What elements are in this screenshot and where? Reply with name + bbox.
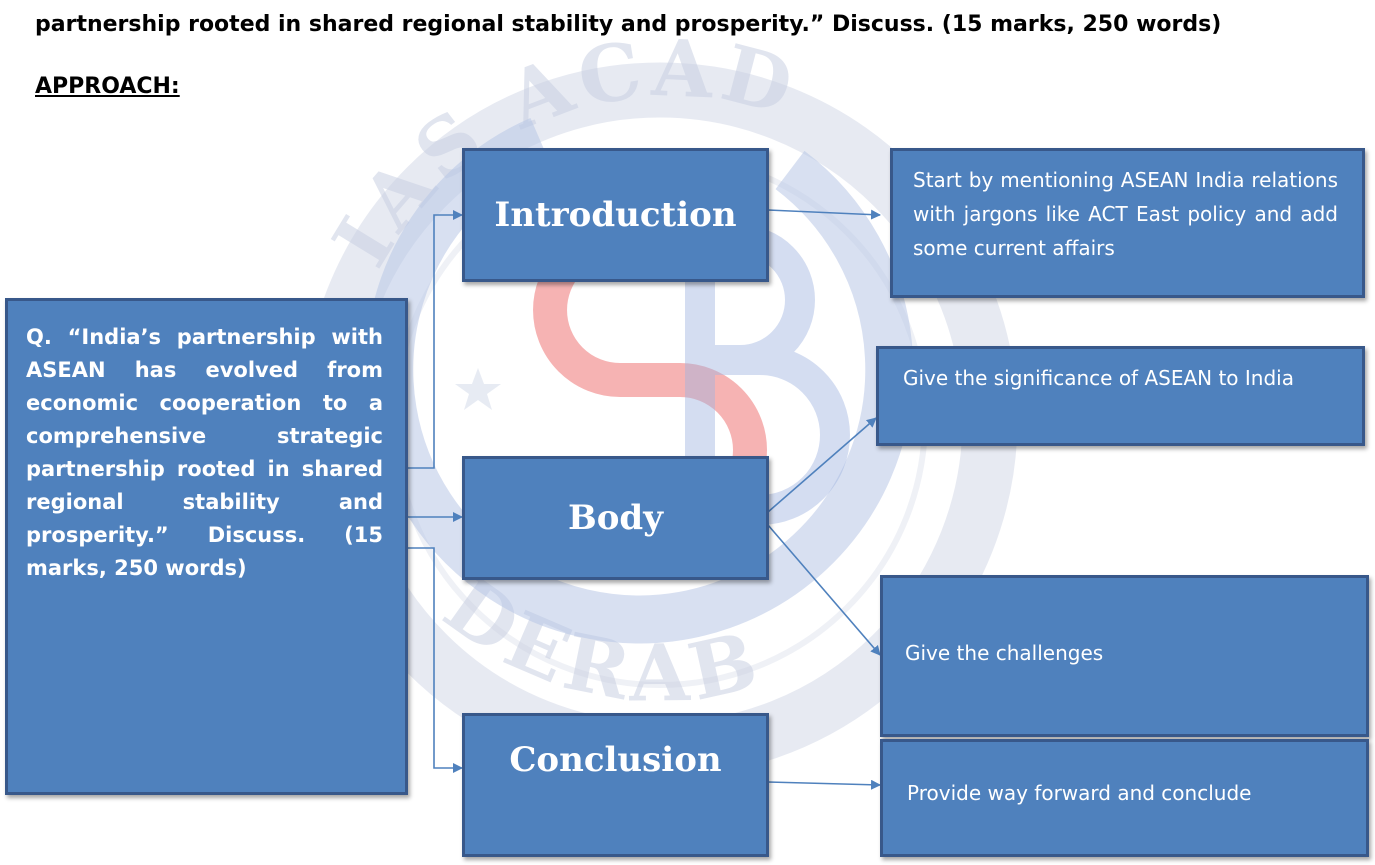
connector-question-to-introduction [407,210,463,469]
introduction-box: Introduction [462,148,769,282]
conclusion-box: Conclusion [462,713,769,857]
conclusion-note-text: Provide way forward and conclude [907,781,1252,805]
connector-conclusion-to-note [767,779,881,790]
significance-note-box: Give the significance of ASEAN to India [876,346,1365,446]
connector-body-to-significance [767,417,877,513]
challenges-note-text: Give the challenges [905,641,1104,665]
question-heading-line: partnership rooted in shared regional st… [35,12,1222,37]
challenges-note-box: Give the challenges [880,575,1369,737]
body-box: Body [462,456,769,580]
conclusion-label: Conclusion [509,740,722,780]
approach-label: APPROACH: [35,74,180,99]
significance-note-text: Give the significance of ASEAN to India [903,366,1294,390]
introduction-note-text: Start by mentioning ASEAN India relation… [913,168,1338,260]
connector-body-to-challenges [767,524,881,656]
introduction-label: Introduction [494,195,737,235]
conclusion-note-box: Provide way forward and conclude [880,739,1369,857]
watermark-star-icon [455,368,501,410]
connector-question-to-conclusion [407,547,463,773]
connector-introduction-to-note [767,209,881,220]
introduction-note-box: Start by mentioning ASEAN India relation… [890,148,1365,298]
question-box: Q. “India’s partnership with ASEAN has e… [5,298,408,795]
question-box-text: Q. “India’s partnership with ASEAN has e… [26,325,383,580]
body-label: Body [568,498,663,538]
